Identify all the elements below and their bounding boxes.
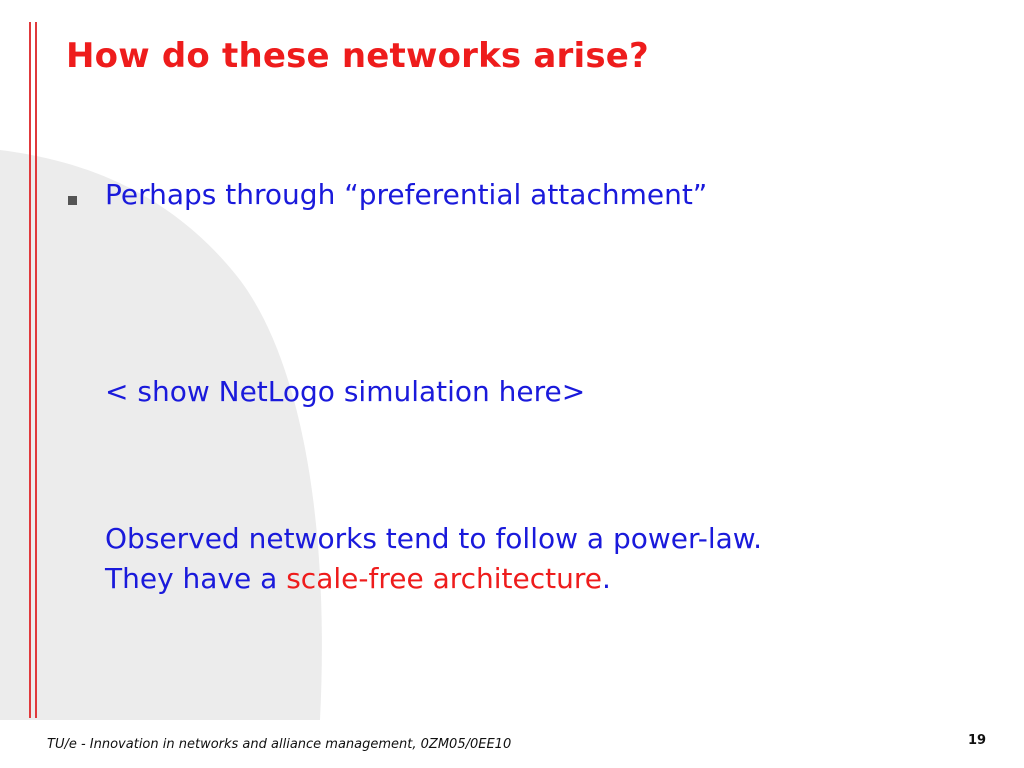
scale-free-suffix: . — [602, 562, 611, 595]
page-number: 19 — [968, 733, 987, 748]
footer-text: TU/e - Innovation in networks and allian… — [47, 737, 512, 752]
scale-free-text: They have a scale-free architecture. — [105, 559, 611, 599]
scale-free-highlight: scale-free architecture — [286, 562, 602, 595]
left-rule-outer — [29, 22, 31, 718]
power-law-text: Observed networks tend to follow a power… — [105, 522, 763, 555]
square-bullet-icon — [68, 196, 77, 205]
simulation-placeholder-text: < show NetLogo simulation here> — [105, 375, 586, 408]
scale-free-prefix: They have a — [105, 562, 287, 595]
left-rule-inner — [35, 22, 37, 718]
bullet-text: Perhaps through “preferential attachment… — [105, 178, 708, 211]
slide-title: How do these networks arise? — [66, 36, 649, 76]
